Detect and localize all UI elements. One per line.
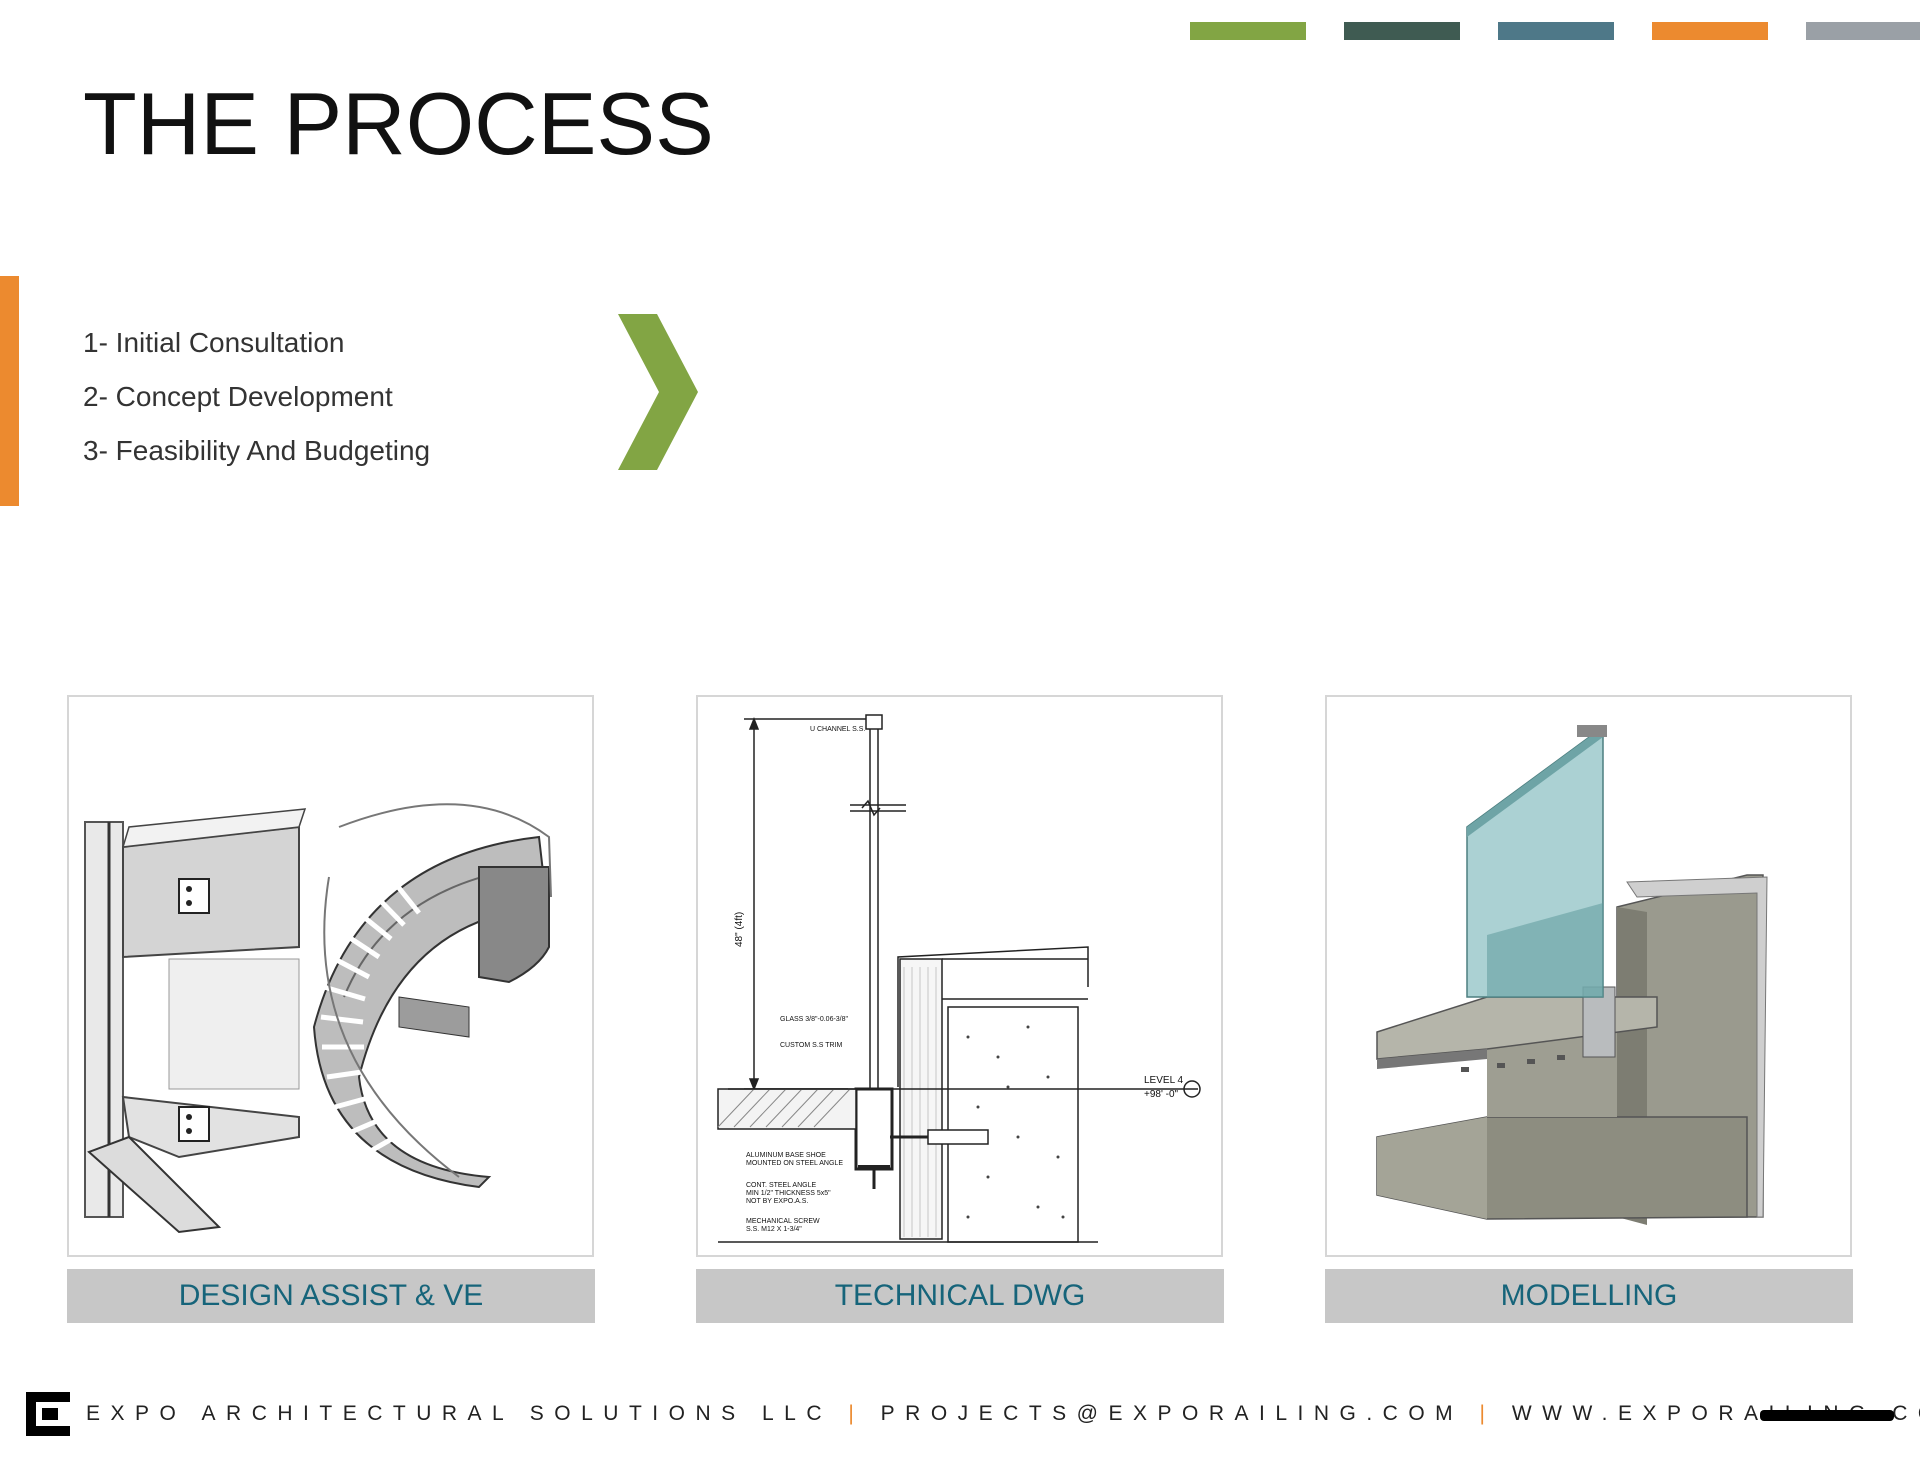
color-bar-orange	[1652, 22, 1768, 40]
modelling-image	[1325, 695, 1852, 1257]
color-bar-green	[1190, 22, 1306, 40]
drawing-label: MECHANICAL SCREW	[746, 1218, 820, 1225]
caption-design-assist: DESIGN ASSIST & VE	[67, 1269, 595, 1323]
3d-railing-model-icon	[1376, 725, 1768, 1225]
color-bar-dark-green	[1344, 22, 1460, 40]
footer-separator: |	[848, 1402, 865, 1425]
caption-modelling: MODELLING	[1325, 1269, 1853, 1323]
footer-email-link[interactable]: PROJECTS@EXPORAILING.COM	[880, 1402, 1464, 1425]
step-item: 3- Feasibility And Budgeting	[83, 435, 431, 466]
color-bar-steel-blue	[1498, 22, 1614, 40]
drawing-label: S.S. M12 X 1-3/4"	[746, 1226, 802, 1233]
railing-section-drawing-icon: U CHANNEL S.S. 48" (4ft) GLASS 3/8"-0.06…	[717, 714, 1201, 1243]
drawing-label: LEVEL 4	[1144, 1075, 1184, 1086]
footer-divider	[1760, 1410, 1894, 1421]
drawing-label: CONT. STEEL ANGLE	[746, 1182, 816, 1189]
drawing-label: MOUNTED ON STEEL ANGLE	[746, 1160, 843, 1167]
stair-railing-sketch-icon	[84, 803, 552, 1234]
footer-separator: |	[1479, 1402, 1496, 1425]
drawing-label: NOT BY EXPO.A.S.	[746, 1198, 808, 1205]
drawing-label: 48" (4ft)	[734, 912, 745, 947]
page-title: THE PROCESS	[83, 74, 714, 173]
drawing-label: CUSTOM S.S TRIM	[780, 1042, 843, 1049]
footer-company: EXPO ARCHITECTURAL SOLUTIONS LLC	[86, 1402, 832, 1425]
orange-accent-bar	[0, 276, 19, 506]
step-item: 2- Concept Development	[83, 381, 393, 412]
drawing-label: MIN 1/2" THICKNESS 5x5"	[746, 1190, 831, 1197]
color-bar-gray	[1806, 22, 1920, 40]
process-steps-list: 1- Initial Consultation 2- Concept Devel…	[83, 316, 430, 478]
drawing-label: GLASS 3/8"-0.06-3/8"	[780, 1016, 849, 1023]
caption-technical-dwg: TECHNICAL DWG	[696, 1269, 1224, 1323]
footer: EXPO ARCHITECTURAL SOLUTIONS LLC | PROJE…	[0, 1380, 1920, 1460]
drawing-label: +98' -0"	[1144, 1089, 1179, 1100]
design-assist-image	[67, 695, 594, 1257]
drawing-label: ALUMINUM BASE SHOE	[746, 1152, 826, 1159]
company-logo-icon	[26, 1392, 70, 1436]
drawing-label: U CHANNEL S.S.	[810, 726, 865, 733]
step-item: 1- Initial Consultation	[83, 327, 345, 358]
chevron-right-icon	[618, 314, 698, 470]
footer-contact-line: EXPO ARCHITECTURAL SOLUTIONS LLC | PROJE…	[86, 1402, 1920, 1426]
technical-drawing-image: U CHANNEL S.S. 48" (4ft) GLASS 3/8"-0.06…	[696, 695, 1223, 1257]
